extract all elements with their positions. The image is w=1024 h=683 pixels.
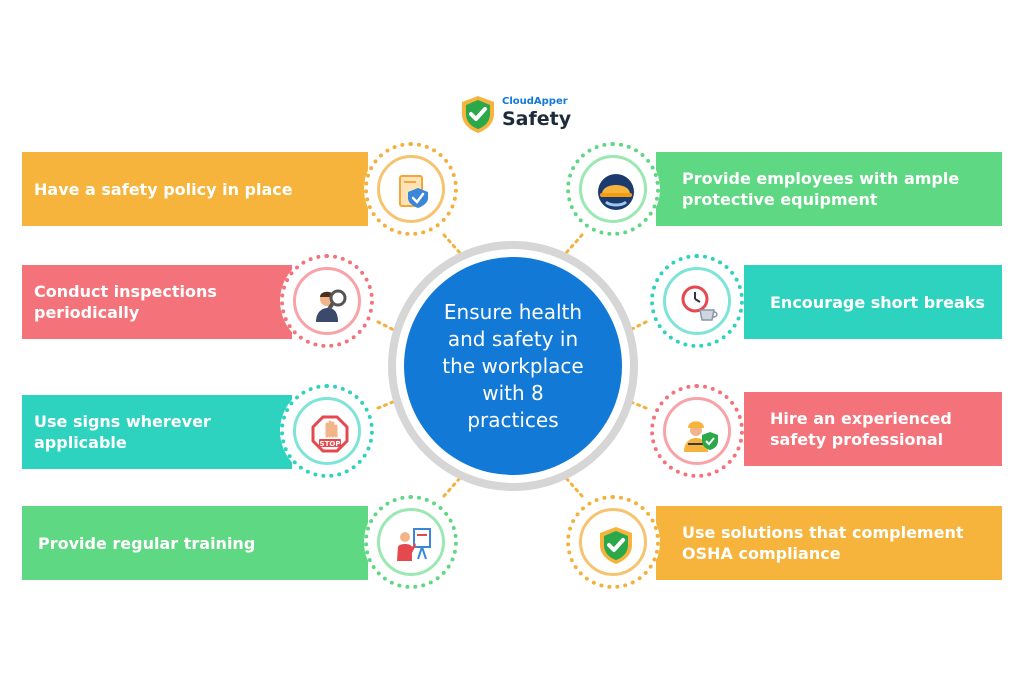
central-hub-core: Ensure health and safety in the workplac…	[404, 257, 622, 475]
inspector-magnifier-icon	[316, 289, 347, 322]
trainer-board-icon	[397, 528, 431, 561]
practice-label: Have a safety policy in place	[34, 179, 293, 199]
practice-bar-training: Provide regular training	[22, 506, 368, 580]
practice-label: Use signs wherever applicable	[34, 412, 211, 452]
practice-bar-osha-compliance: Use solutions that complement OSHA compl…	[656, 506, 1002, 580]
stop-sign-text: STOP	[320, 440, 341, 448]
practice-bar-short-breaks: Encourage short breaks	[744, 265, 1002, 339]
practice-bar-protective-equipment: Provide employees with ample protective …	[656, 152, 1002, 226]
safety-worker-icon	[684, 421, 718, 452]
badge-short-breaks	[650, 254, 744, 348]
central-hub-text: Ensure health and safety in the workplac…	[442, 299, 584, 432]
practice-bar-inspections: Conduct inspections periodically	[22, 265, 292, 339]
practice-label: Provide employees with ample protective …	[682, 169, 960, 209]
badge-signs: STOP	[280, 384, 374, 478]
badge-safety-policy	[364, 142, 458, 236]
logo-brand: CloudApper	[502, 96, 568, 107]
central-hub: Ensure health and safety in the workplac…	[388, 241, 638, 491]
hard-hat-icon	[598, 174, 634, 210]
badge-protective-equipment	[566, 142, 660, 236]
clock-coffee-icon	[681, 285, 718, 321]
badge-osha-compliance	[566, 495, 660, 589]
badge-training	[364, 495, 458, 589]
logo-product: Safety	[502, 108, 572, 130]
practice-label: Hire an experienced safety professional	[770, 409, 952, 449]
badge-inspections	[280, 254, 374, 348]
document-shield-icon	[399, 175, 428, 208]
practice-label: Provide regular training	[38, 533, 256, 553]
practice-label: Use solutions that complement OSHA compl…	[682, 523, 964, 563]
practice-label: Encourage short breaks	[770, 292, 985, 312]
shield-check-icon	[600, 527, 632, 564]
badge-safety-professional	[650, 384, 744, 478]
shield-check-logo-icon	[462, 96, 494, 133]
stop-sign-icon: STOP	[311, 415, 349, 453]
practice-bar-signs: Use signs wherever applicable	[22, 395, 292, 469]
practice-bar-safety-professional: Hire an experienced safety professional	[744, 392, 1002, 466]
practice-bar-safety-policy: Have a safety policy in place	[22, 152, 368, 226]
practice-label: Conduct inspections periodically	[34, 282, 217, 322]
